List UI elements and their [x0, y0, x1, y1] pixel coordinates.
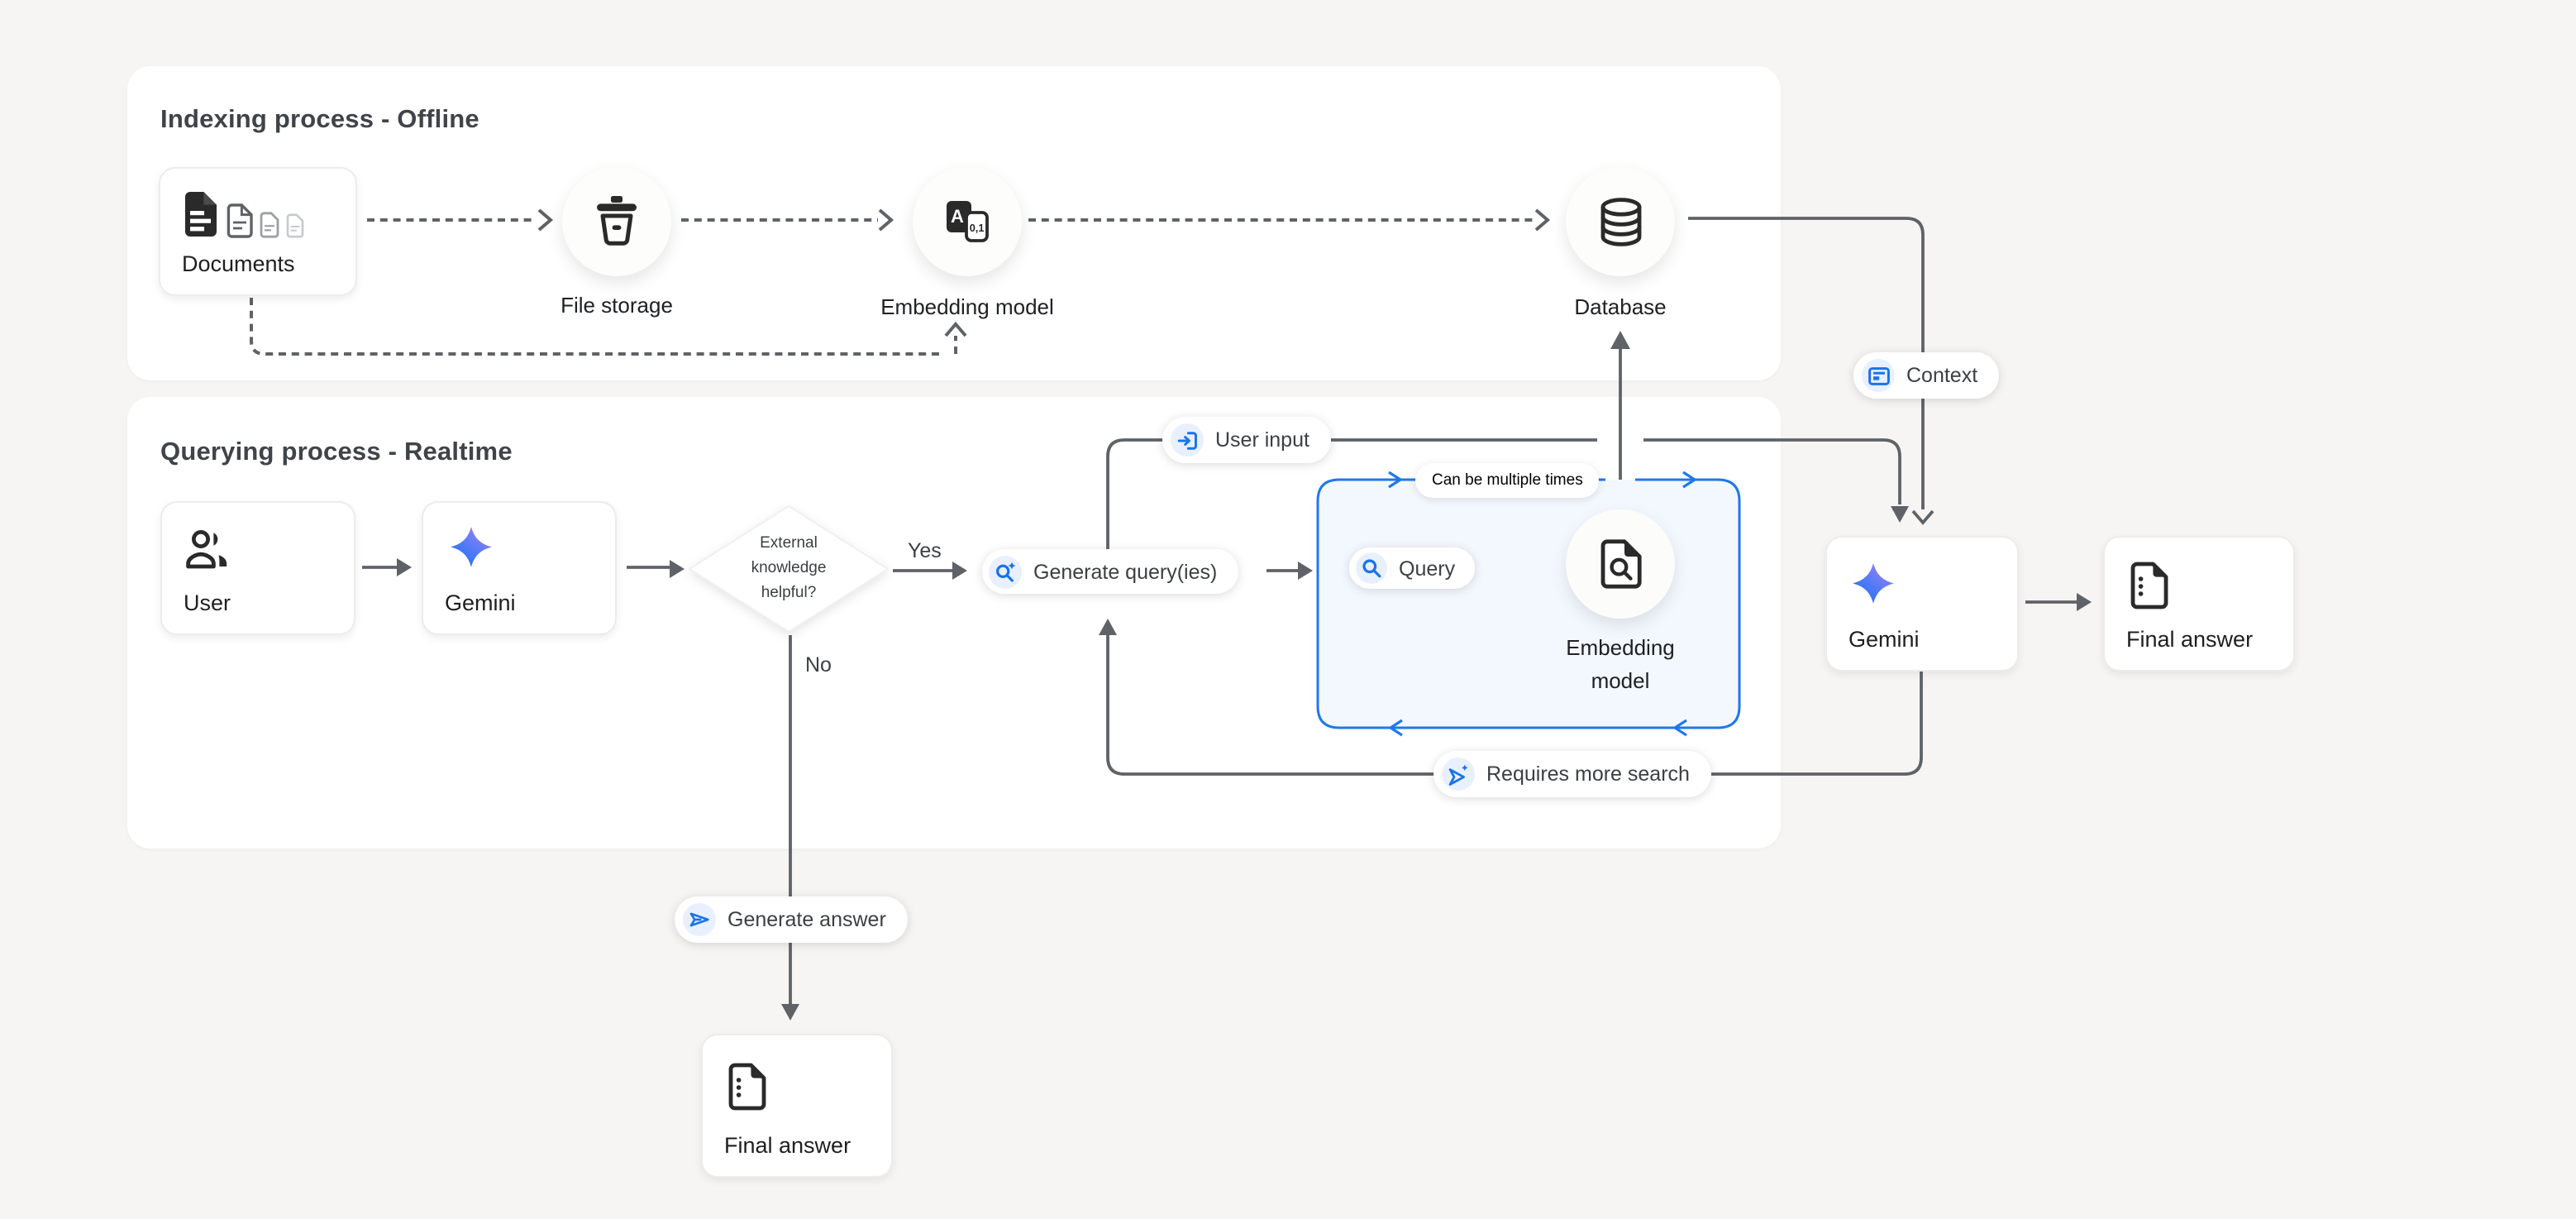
decision-label: External knowledge helpful?	[751, 534, 827, 602]
article-icon	[1862, 359, 1895, 392]
edge-context	[1688, 217, 1925, 509]
gemini-answer-label: Gemini	[1849, 627, 1920, 652]
embedding-model-icon: A 0,1	[947, 201, 989, 242]
documents-card: Documents	[159, 167, 357, 296]
user-label: User	[184, 590, 231, 615]
edge-documents-return	[250, 298, 939, 356]
final-answer-bottom-label: Final answer	[724, 1133, 852, 1158]
solid-edges	[362, 217, 2077, 1004]
arrowhead-return-up	[944, 321, 967, 337]
final-answer-right-card: Final answer	[2103, 536, 2295, 672]
document-icon	[185, 192, 217, 237]
document-icon	[260, 212, 279, 238]
search-spark-icon	[989, 555, 1022, 588]
final-answer-bottom-card: Final answer	[701, 1034, 893, 1178]
arrowhead-embedding	[878, 208, 894, 232]
search-icon	[1356, 552, 1387, 584]
route-spark-icon	[1442, 758, 1475, 791]
querying-panel-title: Querying process - Realtime	[160, 438, 513, 466]
user-input-label: User input	[1215, 428, 1309, 452]
documents-icons	[182, 190, 304, 238]
loop-box-border	[1316, 478, 1741, 729]
context-pill: Context	[1853, 352, 2000, 399]
embedding-model-offline-label: Embedding model	[880, 294, 1054, 319]
embedding-model-query-node	[1566, 509, 1675, 619]
zero-one-glyph: 0,1	[970, 222, 985, 234]
gemini-star-icon	[451, 527, 492, 567]
final-answer-document-icon	[728, 1063, 766, 1111]
letter-a-glyph: A	[951, 206, 964, 227]
send-icon	[683, 903, 716, 936]
user-input-pill: User input	[1162, 417, 1331, 463]
gemini-query-label: Gemini	[445, 590, 516, 615]
yes-label: Yes	[908, 539, 942, 562]
generate-queries-pill: Generate query(ies)	[982, 549, 1239, 594]
edge-userinput-right	[1643, 438, 1901, 504]
generate-answer-label: Generate answer	[727, 908, 886, 931]
gemini-star-icon	[1853, 563, 1894, 604]
final-answer-right-label: Final answer	[2126, 627, 2254, 652]
document-icon	[227, 203, 253, 238]
file-storage-node	[562, 167, 671, 276]
final-answer-document-icon	[2130, 562, 2168, 610]
edge-userinput-left	[1106, 438, 1597, 551]
query-pill: Query	[1349, 547, 1476, 589]
embedding-model-offline-node: A 0,1	[913, 167, 1022, 276]
no-label: No	[805, 653, 832, 676]
document-icon	[286, 213, 304, 238]
requires-more-search-label: Requires more search	[1486, 762, 1690, 786]
indexing-panel-title: Indexing process - Offline	[160, 106, 479, 134]
query-label: Query	[1399, 557, 1456, 580]
gemini-answer-card: Gemini	[1825, 536, 2019, 672]
decision-diamond	[688, 504, 890, 633]
embedding-model-query-label: Embedding model	[1566, 635, 1675, 693]
requires-more-search-pill: Requires more search	[1433, 751, 1711, 797]
documents-label: Documents	[182, 251, 295, 276]
database-node	[1566, 167, 1675, 276]
user-card: User	[160, 501, 355, 635]
bucket-icon	[597, 196, 637, 246]
input-icon	[1171, 423, 1204, 457]
document-search-icon	[1600, 539, 1641, 589]
generate-answer-pill: Generate answer	[675, 896, 908, 943]
arrowheads	[397, 331, 2092, 1021]
users-icon	[186, 529, 227, 569]
can-be-multiple-times-label: Can be multiple times	[1432, 471, 1583, 490]
database-label: Database	[1574, 294, 1667, 319]
can-be-multiple-times-pill: Can be multiple times	[1415, 463, 1600, 498]
loop-box-arrows	[1388, 471, 1697, 737]
gemini-query-card: Gemini	[422, 501, 617, 635]
arrowhead-filestorage	[537, 208, 554, 232]
arrowhead-context	[1911, 509, 1934, 525]
generate-queries-label: Generate query(ies)	[1033, 560, 1218, 583]
database-icon	[1600, 197, 1641, 246]
dashed-edges	[250, 208, 1551, 356]
arrowhead-database	[1534, 208, 1551, 232]
file-storage-label: File storage	[561, 293, 673, 318]
context-label: Context	[1906, 364, 1978, 387]
